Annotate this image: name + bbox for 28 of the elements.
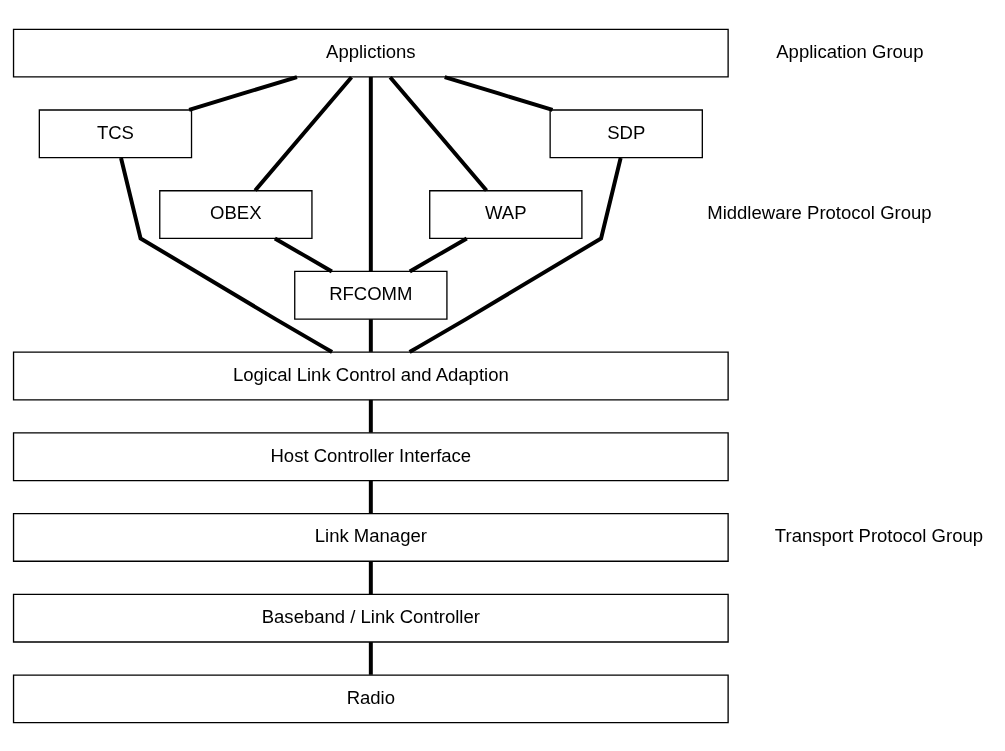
node-box: WAP	[429, 189, 583, 239]
node-box: Radio	[12, 673, 729, 723]
node-box: RFCOMM	[294, 270, 448, 320]
connector	[444, 74, 554, 112]
connector	[388, 75, 488, 192]
node-box: SDP	[549, 108, 703, 158]
connector	[368, 318, 373, 352]
connector	[368, 76, 373, 271]
node-box: Logical Link Control and Adaption	[12, 351, 729, 400]
node-box: Host Controller Interface	[12, 431, 729, 481]
node-box: Baseband / Link Controller	[12, 593, 729, 643]
connector	[408, 236, 468, 273]
node-box: TCS	[38, 108, 193, 158]
connector	[273, 236, 333, 273]
node-box: OBEX	[159, 189, 313, 239]
node-box: Applictions	[12, 28, 729, 78]
connector	[368, 399, 373, 433]
label: Application Group	[776, 40, 924, 62]
connector	[368, 480, 373, 513]
connector	[253, 75, 353, 192]
node-box: Link Manager	[12, 512, 729, 562]
connector	[368, 560, 373, 594]
connector	[188, 74, 298, 112]
connector	[119, 157, 334, 354]
connector	[408, 157, 623, 354]
connector	[368, 641, 373, 675]
label: Transport Protocol Group	[774, 524, 984, 546]
label: Middleware Protocol Group	[707, 201, 932, 223]
